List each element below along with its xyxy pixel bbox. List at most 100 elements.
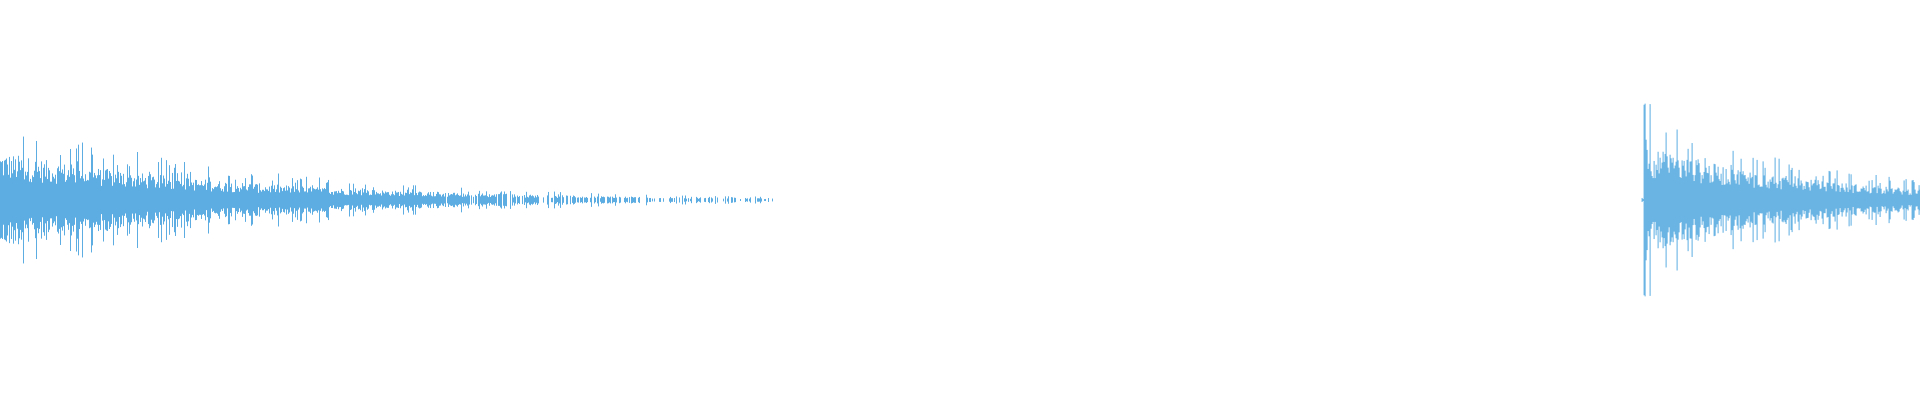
waveform-sample	[357, 194, 358, 206]
waveform-sample	[158, 162, 159, 238]
waveform-sample	[44, 164, 45, 236]
waveform-sample	[489, 194, 490, 206]
waveform-sample	[403, 185, 404, 215]
waveform-sample	[1819, 189, 1821, 211]
waveform-sample	[146, 184, 147, 216]
waveform-sample	[288, 186, 289, 214]
waveform-sample	[321, 191, 322, 209]
waveform-sample	[69, 176, 70, 224]
waveform-sample	[346, 194, 347, 206]
waveform-sample	[283, 188, 284, 212]
waveform-sample	[1644, 103, 1646, 297]
waveform-sample	[485, 195, 486, 205]
waveform-sample	[504, 191, 505, 209]
waveform-sample	[379, 194, 380, 206]
waveform-sample	[292, 178, 293, 222]
waveform-sample	[1809, 190, 1811, 210]
waveform-sample	[42, 182, 43, 218]
waveform-sample	[96, 178, 97, 222]
waveform-sample	[4, 160, 5, 240]
waveform-sample	[313, 188, 314, 212]
waveform-sample	[261, 191, 262, 209]
waveform-sample	[161, 157, 162, 243]
waveform-sample	[456, 194, 457, 206]
waveform-sample	[31, 182, 32, 218]
waveform-sample	[1702, 178, 1704, 222]
waveform-sample	[308, 188, 309, 212]
waveform-sample	[372, 190, 373, 210]
waveform-sample	[192, 185, 193, 215]
waveform-sample	[347, 194, 348, 206]
waveform-sample	[2, 161, 3, 239]
waveform-sample	[1828, 170, 1830, 230]
waveform-sample	[1728, 181, 1730, 219]
waveform-sample	[1834, 178, 1836, 222]
waveform-sample	[488, 197, 489, 203]
waveform-sample	[1773, 183, 1775, 217]
waveform-sample	[1677, 160, 1679, 240]
waveform-sample	[268, 190, 269, 210]
waveform-sample	[679, 197, 680, 203]
waveform-sample	[286, 185, 287, 215]
waveform-sample	[1663, 161, 1665, 239]
waveform-sample	[732, 197, 733, 203]
waveform-sample	[203, 185, 204, 214]
waveform-sample	[1862, 186, 1864, 214]
waveform-sample	[304, 191, 305, 209]
waveform-sample	[1901, 194, 1903, 206]
waveform-sample	[335, 191, 336, 209]
waveform-sample	[285, 190, 286, 210]
waveform-sample	[195, 179, 196, 221]
waveform-sample	[191, 182, 192, 218]
waveform-sample	[684, 198, 685, 202]
waveform-sample	[11, 161, 12, 239]
waveform-sample	[260, 190, 261, 210]
waveform-sample	[1917, 190, 1919, 210]
waveform-sample	[1662, 151, 1664, 249]
waveform-sample	[307, 192, 308, 208]
waveform-sample	[1667, 167, 1669, 233]
waveform-sample	[712, 198, 713, 202]
waveform-sample	[1672, 157, 1674, 243]
waveform-sample	[1742, 171, 1744, 229]
waveform-sample	[409, 194, 410, 206]
waveform-sample	[700, 197, 701, 203]
waveform-sample	[1884, 193, 1886, 207]
waveform-sample	[271, 185, 272, 215]
waveform-sample	[341, 188, 342, 212]
waveform-sample	[612, 196, 613, 204]
waveform-sample	[1781, 178, 1783, 222]
waveform-sample	[524, 195, 525, 205]
waveform-sample	[174, 167, 175, 233]
waveform-sample	[294, 191, 295, 209]
waveform-sample	[486, 191, 487, 209]
waveform-sample	[433, 192, 434, 208]
waveform-sample	[73, 168, 74, 232]
waveform-sample	[1718, 179, 1720, 221]
waveform-sample	[493, 195, 494, 205]
waveform-sample	[46, 160, 47, 240]
waveform-sample	[1757, 185, 1759, 215]
waveform-sample	[750, 197, 751, 203]
waveform-sample	[500, 192, 501, 208]
waveform-sample	[7, 164, 8, 236]
waveform-sample	[1738, 184, 1740, 216]
waveform-sample	[740, 199, 741, 201]
waveform-sample	[1910, 194, 1912, 206]
waveform-sample	[1764, 167, 1766, 233]
waveform-sample	[420, 191, 421, 209]
waveform-sample	[1645, 139, 1647, 261]
waveform-sample	[1808, 187, 1810, 213]
waveform-sample	[392, 191, 393, 209]
waveform-sample	[1805, 181, 1807, 219]
waveform-sample	[543, 197, 544, 203]
waveform-sample	[182, 186, 183, 214]
waveform-sample	[491, 195, 492, 205]
waveform-sample	[216, 187, 217, 213]
waveform-sample	[13, 156, 14, 244]
waveform-sample	[59, 171, 60, 229]
waveform-sample	[68, 170, 69, 230]
waveform-sample	[469, 195, 470, 205]
